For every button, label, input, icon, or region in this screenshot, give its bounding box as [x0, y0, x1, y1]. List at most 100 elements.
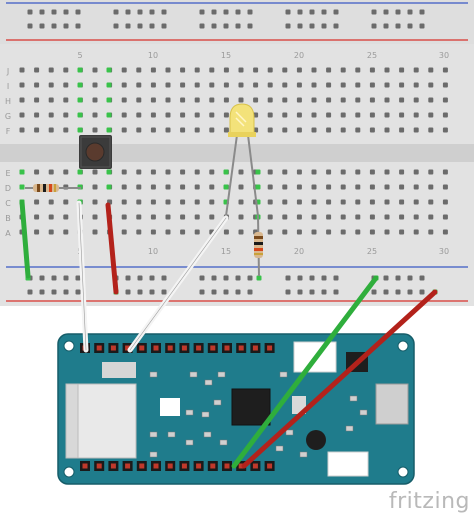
row-labels: J I H G F E D C B A	[5, 67, 11, 238]
col-label-10: 10	[148, 51, 158, 60]
breadboard-hole	[136, 199, 142, 205]
rail-hole	[419, 289, 425, 295]
breadboard-hole	[223, 127, 229, 133]
breadboard-hole	[136, 82, 142, 88]
breadboard-hole	[384, 112, 390, 118]
breadboard-hole	[413, 169, 419, 175]
breadboard-hole	[48, 112, 54, 118]
yellow-led	[225, 103, 259, 217]
rail-hole	[63, 289, 69, 295]
breadboard-hole	[267, 229, 273, 235]
breadboard-hole	[238, 229, 244, 235]
breadboard-hole	[150, 67, 156, 73]
breadboard-hole	[340, 112, 346, 118]
header-pin-bottom-pad	[252, 463, 258, 469]
rail-hole	[297, 275, 303, 281]
breadboard-hole	[399, 82, 405, 88]
radio-antenna	[65, 383, 79, 459]
rail-hole	[137, 275, 143, 281]
breadboard-hole	[63, 112, 69, 118]
battery-connector	[375, 383, 409, 425]
rail-hole	[51, 9, 57, 15]
breadboard-hole	[63, 127, 69, 133]
breadboard-hole	[311, 67, 317, 73]
smd-component	[149, 451, 158, 458]
breadboard-hole	[165, 214, 171, 220]
wire-white-1-outline	[78, 202, 87, 351]
breadboard-hole	[311, 97, 317, 103]
breadboard-hole	[34, 214, 40, 220]
breadboard-hole	[180, 214, 186, 220]
col-label-10-bottom: 10	[148, 247, 158, 256]
rail-hole	[333, 23, 339, 29]
breadboard-hole	[296, 184, 302, 190]
breadboard-hole	[384, 199, 390, 205]
header-pin-top-pad	[139, 345, 145, 351]
breadboard-hole	[209, 97, 215, 103]
breadboard-hole	[369, 169, 375, 175]
breadboard-hole	[209, 169, 215, 175]
smd-component	[204, 379, 213, 386]
breadboard-hole	[399, 97, 405, 103]
header-pin-bottom-pad	[110, 463, 116, 469]
rail-hole	[125, 289, 131, 295]
connected-hole	[255, 184, 261, 190]
breadboard-hole	[19, 67, 25, 73]
breadboard-hole	[355, 229, 361, 235]
breadboard-hole	[326, 214, 332, 220]
connected-hole	[106, 112, 112, 118]
rail-hole	[309, 275, 315, 281]
breadboard-hole	[267, 112, 273, 118]
breadboard-hole	[326, 199, 332, 205]
breadboard-hole	[311, 127, 317, 133]
breadboard-hole	[326, 127, 332, 133]
rail-hole	[199, 9, 205, 15]
rail-hole	[321, 275, 327, 281]
breadboard-hole	[150, 112, 156, 118]
breadboard-hole	[399, 169, 405, 175]
breadboard-hole	[413, 229, 419, 235]
header-pin-top-pad	[153, 345, 159, 351]
rail-hole	[137, 23, 143, 29]
column-labels-top: 5 10 15 20 25 30	[77, 51, 449, 60]
rail-hole	[383, 289, 389, 295]
rail-hole	[407, 289, 413, 295]
header-pin-bottom-pad	[125, 463, 131, 469]
breadboard-hole	[121, 127, 127, 133]
breadboard-hole	[136, 214, 142, 220]
breadboard-hole	[180, 229, 186, 235]
header-pin-bottom-pad	[267, 463, 273, 469]
sim-module	[102, 362, 136, 378]
breadboard-hole	[150, 127, 156, 133]
breadboard-hole	[223, 97, 229, 103]
pushbutton-cap	[85, 142, 105, 162]
rail-hole	[419, 23, 425, 29]
rail-hole	[51, 289, 57, 295]
rail-hole	[383, 23, 389, 29]
wire-red-long	[241, 289, 438, 469]
header-pin-top-pad	[110, 345, 116, 351]
breadboard-hole	[399, 199, 405, 205]
breadboard-hole	[180, 112, 186, 118]
white-connector-bottom	[327, 451, 369, 477]
breadboard-hole	[311, 169, 317, 175]
breadboard-hole	[369, 112, 375, 118]
connected-hole	[106, 127, 112, 133]
breadboard-hole	[180, 127, 186, 133]
pushbutton-frame	[80, 136, 111, 168]
breadboard-hole	[267, 127, 273, 133]
breadboard-hole	[136, 127, 142, 133]
breadboard-hole	[296, 229, 302, 235]
rail-hole	[161, 275, 167, 281]
header-pin-top-pad	[181, 345, 187, 351]
breadboard-hole	[48, 82, 54, 88]
breadboard-hole	[223, 67, 229, 73]
breadboard-hole	[194, 169, 200, 175]
breadboard-hole	[267, 199, 273, 205]
rail-hole	[211, 23, 217, 29]
smd-component	[189, 371, 198, 378]
breadboard-hole	[340, 184, 346, 190]
rail-hole	[211, 9, 217, 15]
bottom-header	[80, 461, 275, 471]
crystal-oscillator	[306, 430, 326, 450]
